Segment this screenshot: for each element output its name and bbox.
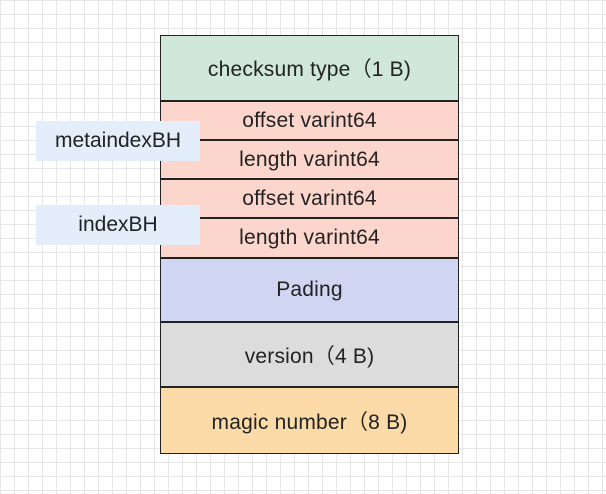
magic-number-label: magic number（8 B) <box>211 410 408 434</box>
index-block-handle-label: indexBH <box>36 205 200 245</box>
magic-number-block: magic number（8 B) <box>160 387 459 454</box>
checksum-type-block: checksum type（1 B) <box>160 35 459 101</box>
metaindex-length-label: length varint64 <box>239 147 380 171</box>
padding-block: Pading <box>160 258 459 322</box>
metaindex-block-handle-label: metaindexBH <box>36 121 200 161</box>
metaindex-bh-text: metaindexBH <box>54 129 182 152</box>
version-block: version（4 B) <box>160 322 459 387</box>
padding-label: Pading <box>276 278 343 301</box>
version-label: version（4 B) <box>244 344 375 368</box>
index-bh-text: indexBH <box>78 213 158 236</box>
index-offset-block: offset varint64 <box>160 179 459 218</box>
metaindex-offset-label: offset varint64 <box>242 108 377 132</box>
index-offset-label: offset varint64 <box>242 186 377 210</box>
index-length-label: length varint64 <box>239 226 380 249</box>
metaindex-offset-block: offset varint64 <box>160 101 459 140</box>
index-length-block: length varint64 <box>160 218 459 258</box>
checksum-type-label: checksum type（1 B) <box>207 58 412 81</box>
metaindex-length-block: length varint64 <box>160 140 459 179</box>
